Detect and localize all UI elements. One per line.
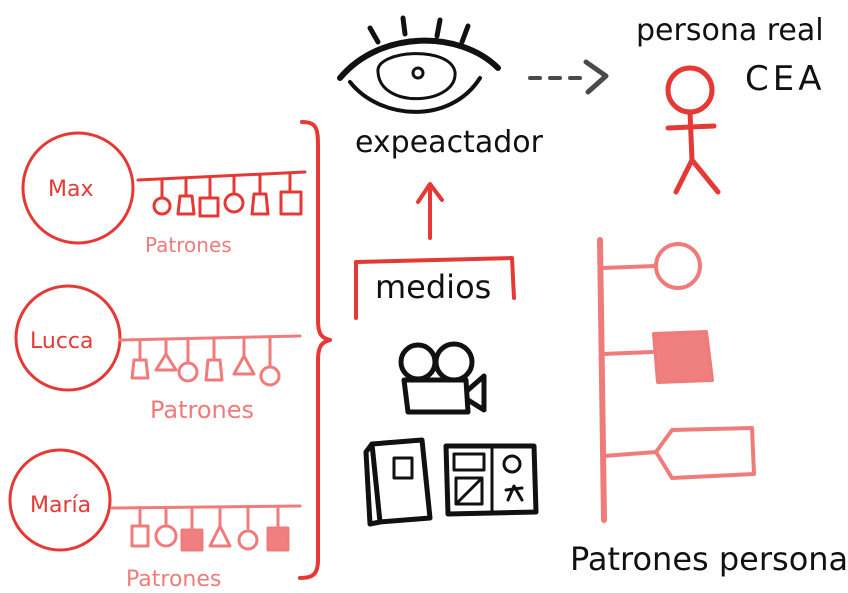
up-arrow-icon bbox=[416, 182, 444, 240]
person-name: María bbox=[30, 493, 91, 518]
patterns-label: Patrones bbox=[150, 396, 254, 424]
book-icon bbox=[363, 437, 433, 527]
person-max: Max Patrones bbox=[21, 131, 307, 257]
person-lucca: Lucca Patrones bbox=[14, 284, 302, 424]
film-camera-icon bbox=[398, 341, 487, 415]
stick-figure-icon bbox=[665, 65, 721, 195]
real-person-label: persona real bbox=[636, 13, 824, 48]
patterns-label: Patrones bbox=[126, 567, 221, 592]
patterns-label: Patrones bbox=[145, 233, 232, 257]
media-box bbox=[354, 256, 516, 320]
eye-icon bbox=[337, 15, 501, 114]
viewer-label: expeactador bbox=[355, 125, 544, 160]
persona-patterns-tree bbox=[597, 237, 756, 523]
person-name: Max bbox=[48, 177, 93, 202]
person-name: Lucca bbox=[30, 329, 94, 354]
person-maria: María Patrones bbox=[8, 448, 302, 592]
media-label: medios bbox=[375, 268, 491, 306]
persona-patterns-label: Patrones persona bbox=[570, 540, 848, 578]
real-person-tag: CEA bbox=[745, 59, 825, 99]
dotted-arrow-icon bbox=[528, 59, 609, 95]
comic-page-icon bbox=[443, 443, 539, 517]
grouping-bracket bbox=[298, 120, 332, 580]
